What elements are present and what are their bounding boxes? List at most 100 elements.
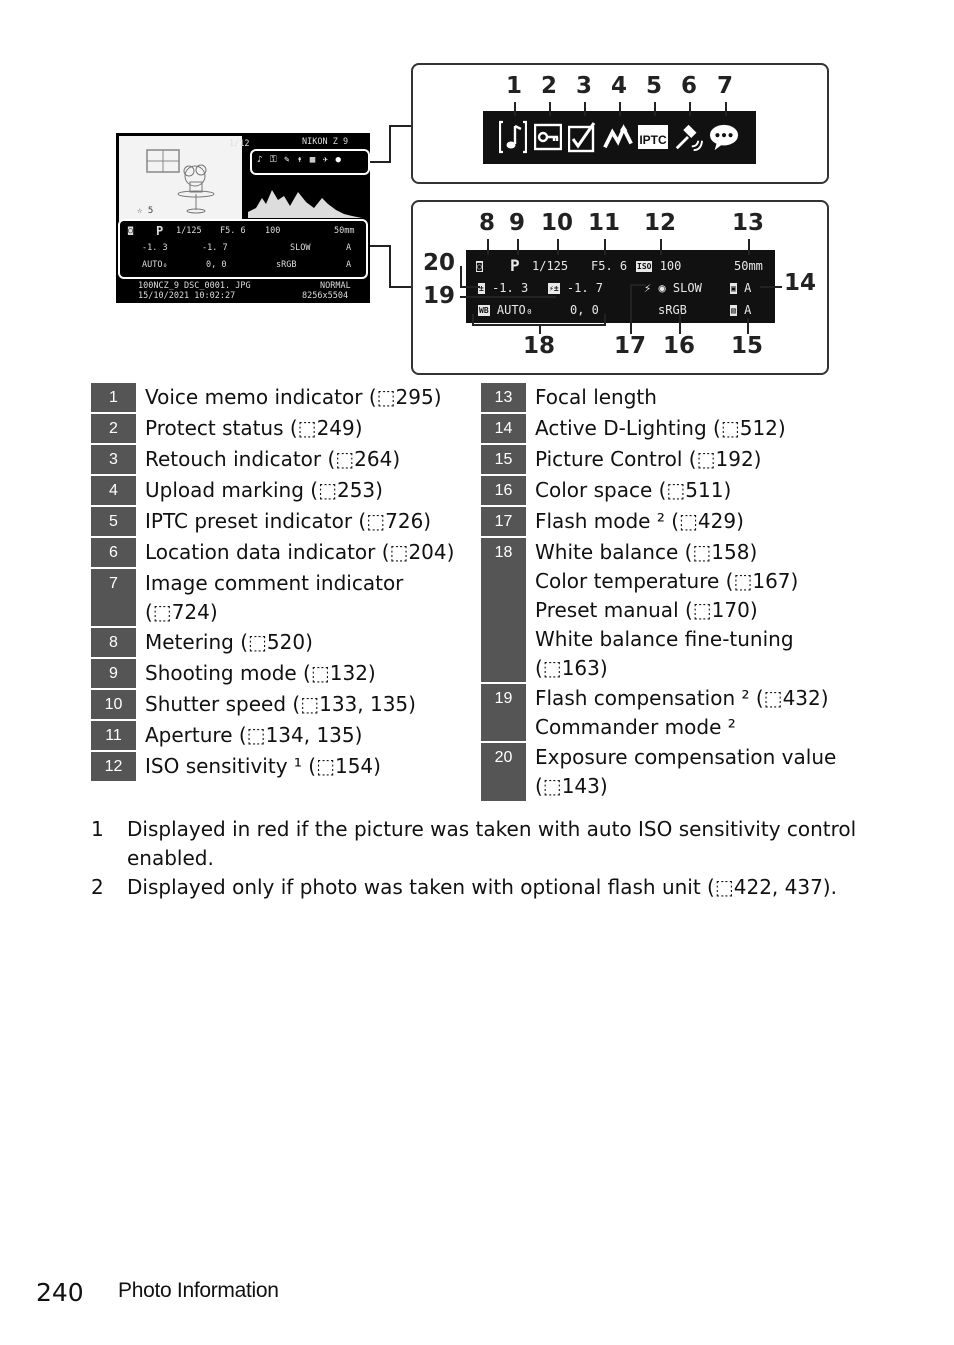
item-text: Preset manual (⬚170) [535, 598, 758, 622]
wb-fine-tune-value: 0, 0 [570, 303, 599, 317]
item-number: 7 [91, 569, 136, 626]
mini-status-icons: ♪ ⚿ ✎ ↟ ▦ ✈ ● [257, 155, 342, 165]
item-text: White balance (⬚158) [535, 540, 758, 564]
mini-flash-comp: -1. 7 [202, 243, 228, 253]
item-text: Upload marking (⬚253) [145, 478, 383, 502]
list-item: 20 Exposure compensation value (⬚143) [481, 743, 836, 801]
footnote-number: 2 [91, 875, 104, 899]
callout-number-7: 7 [716, 73, 734, 99]
list-item: 6 Location data indicator (⬚204) [91, 538, 454, 567]
white-balance-value: WB AUTO₀ [478, 303, 533, 317]
mini-color-space: sRGB [276, 260, 297, 270]
connector-bottom-v [389, 245, 391, 287]
rating-stars: ☆ 5 [137, 206, 154, 216]
item-text: Commander mode ² [535, 715, 736, 739]
mini-info-highlight: ◙ P 1/125 F5. 6 100 50mm -1. 3 -1. 7 SLO… [118, 219, 368, 279]
mini-wb-fine: 0, 0 [206, 260, 227, 270]
callout-number-8: 8 [478, 210, 496, 236]
item-text: White balance fine-tuning [535, 627, 794, 651]
callout-number-2: 2 [540, 73, 558, 99]
page-section-title: Photo Information [118, 1279, 279, 1302]
metering-icon: ◙ [476, 261, 483, 272]
aperture-value: F5. 6 [591, 259, 628, 273]
item-text: Color space (⬚511) [535, 478, 732, 502]
connector-bottom-h [389, 286, 413, 288]
callout-number-6: 6 [680, 73, 698, 99]
footnote-text: Displayed in red if the picture was take… [127, 817, 857, 841]
mini-folder-file: 100NCZ_9 DSC_0001. JPG [138, 281, 251, 291]
item-text: Shutter speed (⬚133, 135) [145, 692, 416, 716]
item-text: Focal length [535, 385, 657, 409]
item-text: Aperture (⬚134, 135) [145, 723, 363, 747]
item-number: 5 [91, 507, 136, 536]
svg-text:IPTC: IPTC [639, 133, 667, 147]
mini-metering: ◙ [128, 226, 134, 236]
item-number: 15 [481, 445, 526, 474]
list-item: 8 Metering (⬚520) [91, 628, 313, 657]
list-item: 1 Voice memo indicator (⬚295) [91, 383, 442, 412]
list-item: 12 ISO sensitivity ¹ (⬚154) [91, 752, 381, 781]
list-item: 10 Shutter speed (⬚133, 135) [91, 690, 416, 719]
flash-comp-value: ⚡± -1. 7 [548, 281, 603, 295]
item-number: 13 [481, 383, 526, 412]
focal-length-value: 50mm [734, 259, 763, 273]
footnote-number: 1 [91, 817, 104, 841]
mini-icon-strip-highlight: ♪ ⚿ ✎ ↟ ▦ ✈ ● [250, 149, 370, 175]
list-item: 3 Retouch indicator (⬚264) [91, 445, 400, 474]
mini-aperture: F5. 6 [220, 226, 246, 236]
item-number: 9 [91, 659, 136, 688]
list-item: 15 Picture Control (⬚192) [481, 445, 761, 474]
connector-top [370, 161, 390, 163]
protect-key-icon [533, 118, 563, 156]
item-text: (⬚143) [535, 774, 608, 798]
item-text: (⬚163) [535, 656, 608, 680]
item-number: 18 [481, 538, 526, 682]
item-text: Color temperature (⬚167) [535, 569, 799, 593]
item-text: Flash mode ² (⬚429) [535, 509, 744, 533]
location-satellite-icon [673, 118, 703, 156]
callout-number-3: 3 [575, 73, 593, 99]
callout-number-1: 1 [505, 73, 523, 99]
item-number: 17 [481, 507, 526, 536]
item-text: Voice memo indicator (⬚295) [145, 385, 442, 409]
list-item: 13 Focal length [481, 383, 657, 412]
callout-number-17: 17 [613, 333, 647, 359]
mini-datetime: 15/10/2021 10:02:27 [138, 291, 236, 301]
callout-number-14: 14 [783, 270, 817, 296]
item-text: Picture Control (⬚192) [535, 447, 762, 471]
iso-value: ISO 100 [636, 259, 682, 273]
list-item: 4 Upload marking (⬚253) [91, 476, 383, 505]
connector-bottom [370, 245, 390, 247]
connector-top-v [389, 125, 391, 163]
item-text: ISO sensitivity ¹ (⬚154) [145, 754, 381, 778]
active-d-lighting-value: ▣ A [730, 281, 752, 295]
item-number: 16 [481, 476, 526, 505]
connector-top-h [389, 125, 413, 127]
list-item: 17 Flash mode ² (⬚429) [481, 507, 744, 536]
item-text: Active D-Lighting (⬚512) [535, 416, 786, 440]
item-number: 2 [91, 414, 136, 443]
list-item: 2 Protect status (⬚249) [91, 414, 363, 443]
mini-picture-control: A [346, 260, 352, 270]
item-number: 20 [481, 743, 526, 801]
list-item: 18 White balance (⬚158) Color temperatur… [481, 538, 798, 683]
callout-number-11: 11 [587, 210, 621, 236]
footnote-text: Displayed only if photo was taken with o… [127, 875, 837, 899]
callout-number-10: 10 [540, 210, 574, 236]
mini-adl: A [346, 243, 352, 253]
callout-number-15: 15 [730, 333, 764, 359]
list-item: 14 Active D-Lighting (⬚512) [481, 414, 786, 443]
item-number: 1 [91, 383, 136, 412]
item-number: 4 [91, 476, 136, 505]
item-text: IPTC preset indicator (⬚726) [145, 509, 432, 533]
voice-memo-icon [498, 118, 528, 156]
item-number: 8 [91, 628, 136, 657]
list-item: 5 IPTC preset indicator (⬚726) [91, 507, 431, 536]
item-text: Protect status (⬚249) [145, 416, 363, 440]
item-number: 10 [91, 690, 136, 719]
callout-number-9: 9 [508, 210, 526, 236]
callout-number-19: 19 [422, 283, 456, 309]
item-text: Flash compensation ² (⬚432) [535, 686, 829, 710]
exposure-comp-value: ± -1. 3 [478, 281, 529, 295]
item-number: 3 [91, 445, 136, 474]
